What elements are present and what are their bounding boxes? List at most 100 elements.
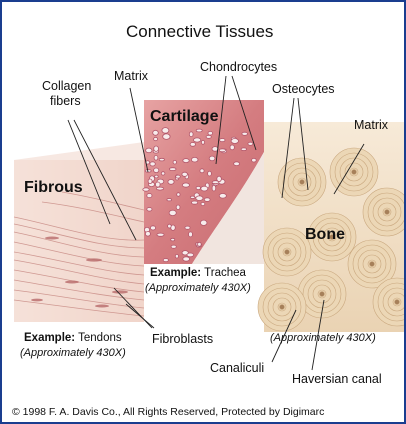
chondrocyte-cell [207, 170, 212, 177]
bone-magnification: (Approximately 430X) [270, 332, 376, 344]
chondrocyte-cell [200, 185, 209, 192]
panel-name-fibrous: Fibrous [24, 179, 83, 196]
chondrocyte-cell [184, 225, 191, 230]
chondrocyte-cell [172, 159, 177, 165]
chondrocyte-cell [181, 182, 190, 188]
chondrocyte-cell [203, 197, 211, 202]
label-matrix-cartilage: Matrix [114, 69, 149, 83]
haversian-canal-mark [329, 234, 335, 240]
chondrocyte-cell [175, 204, 181, 210]
chondrocyte-cell [216, 175, 222, 182]
cartilage-tissue-panel [142, 100, 264, 264]
chondrocyte-cell [181, 171, 188, 177]
haversian-canal-mark [384, 209, 390, 215]
chondrocyte-cell [188, 231, 193, 238]
chondrocyte-cell [208, 155, 216, 162]
haversian-canal-mark [319, 291, 325, 297]
fibrous-tissue-panel [13, 142, 145, 322]
chondrocyte-cell [161, 127, 170, 134]
chondrocyte-cell [189, 142, 196, 147]
chondrocyte-cell [168, 209, 177, 216]
label-haversian-canal: Haversian canal [292, 372, 382, 386]
chondrocyte-cell [195, 195, 204, 201]
panel-name-cartilage: Cartilage [150, 108, 219, 125]
chondrocyte-cell [191, 200, 199, 205]
chondrocyte-cell [190, 156, 199, 163]
chondrocyte-cell [167, 179, 175, 185]
haversian-canal-mark [279, 304, 285, 310]
fibrous-example: Example: Tendons [24, 332, 122, 344]
chondrocyte-cell [200, 139, 205, 145]
chondrocyte-cell [162, 133, 171, 140]
chondrocyte-cell [195, 128, 203, 133]
chondrocyte-cell [195, 185, 201, 190]
chondrocyte-cell [168, 167, 177, 171]
chondrocyte-cell [170, 237, 176, 242]
chondrocyte-cell [153, 155, 159, 161]
chondrocyte-cell [189, 195, 196, 199]
chondrocyte-cell [247, 141, 254, 146]
chondrocyte-cell [241, 131, 248, 136]
chondrocyte-cell [176, 192, 181, 197]
chondrocyte-cell [175, 174, 181, 179]
chondrocyte-cell [211, 180, 220, 185]
chondrocyte-cell [153, 136, 159, 142]
label-collagen-line1: Collagen [42, 79, 92, 93]
chondrocyte-cell [144, 231, 151, 237]
chondrocyte-cell [229, 144, 235, 151]
label-collagen-line2: fibers [50, 94, 81, 108]
cartilage-example-prefix: Example: [150, 267, 202, 279]
chondrocyte-cell [158, 157, 165, 162]
chondrocyte-cell [197, 241, 202, 247]
chondrocyte-cell [233, 161, 241, 167]
chondrocyte-cell [218, 193, 227, 199]
copyright-notice: © 1998 F. A. Davis Co., All Rights Reser… [12, 406, 325, 418]
label-osteocytes: Osteocytes [272, 82, 335, 96]
chondrocyte-cell [149, 161, 156, 167]
chondrocyte-cell [200, 201, 206, 206]
cartilage-example: Example: Trachea [150, 267, 246, 279]
chondrocyte-cell [251, 157, 257, 163]
chondrocyte-cell [146, 193, 153, 199]
chondrocyte-cell [188, 131, 194, 138]
chondrocyte-cell [186, 252, 195, 258]
panel-name-bone: Bone [305, 226, 345, 243]
chondrocyte-cell [166, 198, 172, 202]
label-canaliculi: Canaliculi [210, 361, 265, 375]
chondrocyte-cell [230, 138, 239, 144]
haversian-canal-mark [299, 179, 305, 185]
chondrocyte-cell [153, 145, 159, 152]
chondrocyte-cell [174, 253, 179, 259]
chondrocyte-cell [211, 146, 219, 152]
cartilage-magnification: (Approximately 430X) [145, 282, 251, 294]
chondrocyte-cell [205, 134, 212, 139]
label-chondrocytes: Chondrocytes [200, 60, 278, 74]
fibrous-example-prefix: Example: [24, 332, 76, 344]
chondrocyte-cell [142, 187, 150, 192]
chondrocyte-cell [155, 181, 161, 188]
chondrocyte-cell [182, 158, 190, 164]
cartilage-example-value: Trachea [204, 267, 246, 279]
diagram-title: Connective Tissues [126, 22, 274, 41]
fibrous-example-value: Tendons [78, 332, 122, 344]
chondrocyte-cell [211, 184, 217, 192]
chondrocyte-cell [147, 178, 153, 184]
chondrocyte-cell [219, 138, 226, 143]
chondrocyte-cell [182, 256, 191, 262]
chondrocyte-cell [193, 137, 202, 143]
haversian-canal-mark [351, 169, 357, 175]
chondrocyte-cell [145, 147, 153, 154]
chondrocyte-cell [162, 258, 169, 263]
chondrocyte-cell [152, 129, 159, 136]
leader-lines [67, 75, 365, 371]
chondrocyte-cell [170, 244, 177, 249]
chondrocyte-cell [149, 225, 156, 231]
haversian-canal-mark [394, 299, 400, 305]
label-fibroblasts: Fibroblasts [152, 332, 214, 346]
chondrocyte-cell [240, 147, 247, 151]
chondrocyte-cell [199, 219, 208, 226]
chondrocyte-cell [207, 130, 213, 136]
haversian-canal-mark [284, 249, 290, 255]
